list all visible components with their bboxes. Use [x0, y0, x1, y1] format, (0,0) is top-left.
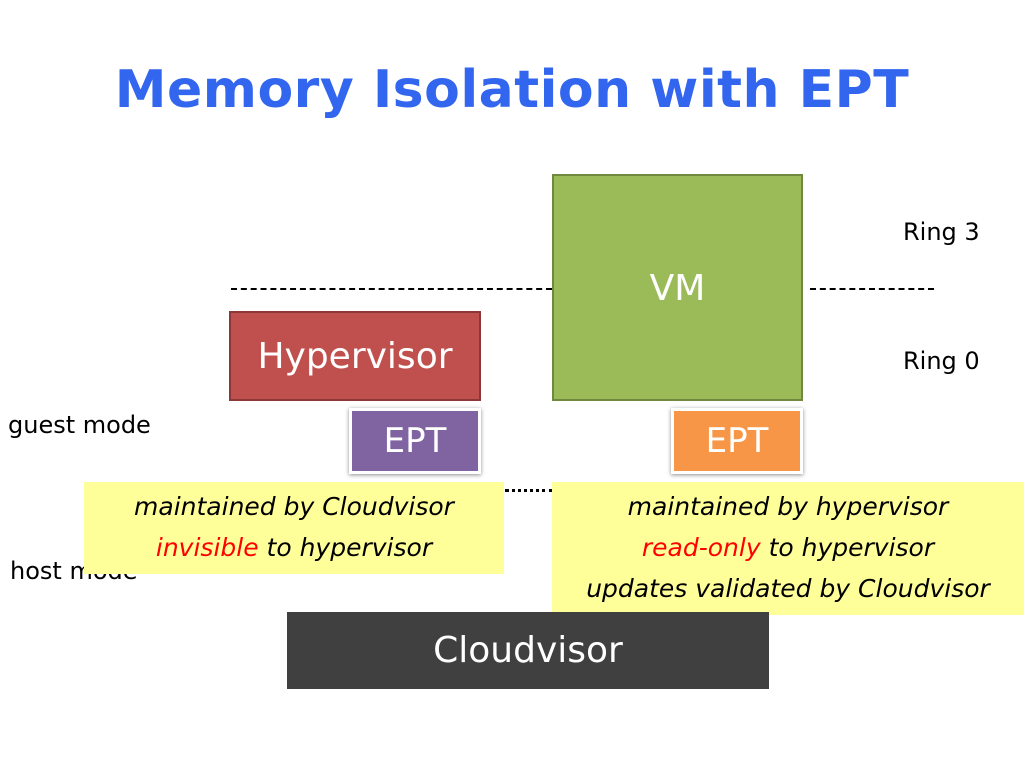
- right-note-highlight: read-only: [641, 533, 761, 562]
- ept-cloudvisor-box: EPT: [349, 408, 481, 474]
- left-note-rest: to hypervisor: [258, 533, 433, 562]
- ept-hypervisor-box: EPT: [671, 408, 803, 474]
- left-note: maintained by Cloudvisor invisible to hy…: [84, 482, 504, 574]
- left-note-line2: invisible to hypervisor: [84, 527, 504, 568]
- right-note-line1: maintained by hypervisor: [627, 492, 949, 521]
- vm-label: VM: [649, 268, 706, 309]
- ring3-label: Ring 3: [903, 218, 980, 246]
- ring-boundary-left: [231, 288, 552, 290]
- cloudvisor-label: Cloudvisor: [433, 630, 623, 671]
- left-note-highlight: invisible: [155, 533, 259, 562]
- right-note-rest: to hypervisor: [760, 533, 935, 562]
- vm-box: VM: [552, 174, 803, 401]
- right-note: maintained by hypervisor read-only to hy…: [552, 482, 1024, 615]
- cloudvisor-box: Cloudvisor: [287, 612, 769, 689]
- left-note-line1: maintained by Cloudvisor: [134, 492, 454, 521]
- guest-mode-label: guest mode: [8, 411, 151, 439]
- ept-left-label: EPT: [383, 421, 447, 461]
- mode-boundary-line: [505, 489, 553, 492]
- hypervisor-box: Hypervisor: [229, 311, 481, 401]
- ept-right-label: EPT: [705, 421, 769, 461]
- hypervisor-label: Hypervisor: [257, 335, 453, 377]
- ring0-label: Ring 0: [903, 347, 980, 375]
- right-note-line2: read-only to hypervisor: [552, 527, 1024, 568]
- right-note-line3: updates validated by Cloudvisor: [586, 574, 990, 603]
- page-title: Memory Isolation with EPT: [114, 60, 910, 120]
- ring-boundary-right: [810, 288, 934, 290]
